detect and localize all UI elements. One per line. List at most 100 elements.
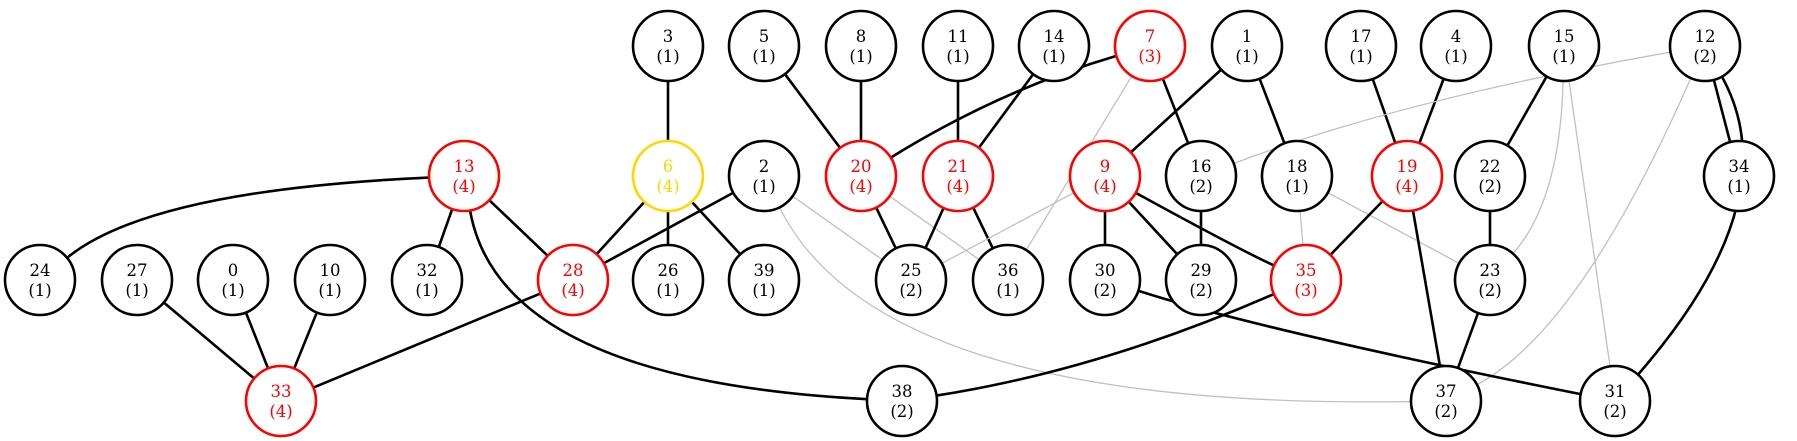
node-6: 6(4)	[631, 139, 705, 213]
node-24-label: 24	[30, 261, 51, 280]
node-29: 29(2)	[1164, 243, 1238, 317]
node-16-label: 16	[1191, 157, 1212, 176]
edge-12-31	[1636, 76, 1745, 376]
node-12-count: (2)	[1693, 47, 1716, 66]
node-23-label: 23	[1480, 261, 1501, 280]
edge-23-37	[1456, 312, 1480, 369]
node-23-count: (2)	[1478, 281, 1501, 300]
edge-6-39	[690, 200, 742, 256]
node-38-label: 38	[892, 382, 913, 401]
node-34-count: (1)	[1727, 177, 1750, 196]
node-37-label: 37	[1436, 382, 1457, 401]
node-28-circle	[536, 243, 610, 317]
edge-13-38	[468, 210, 868, 401]
node-13-circle	[427, 139, 501, 213]
node-6-label: 6	[663, 157, 674, 176]
node-31-label: 31	[1605, 382, 1626, 401]
node-28: 28(4)	[536, 243, 610, 317]
node-33-count: (4)	[269, 402, 292, 421]
node-20-circle	[824, 139, 898, 213]
node-5-count: (1)	[752, 47, 775, 66]
node-27: 27(1)	[100, 243, 174, 317]
node-39-circle	[727, 243, 801, 317]
node-8-count: (1)	[849, 47, 872, 66]
node-32-label: 32	[417, 261, 438, 280]
node-6-count: (4)	[656, 177, 679, 196]
node-17-label: 17	[1351, 27, 1372, 46]
node-30-label: 30	[1095, 261, 1116, 280]
node-21-circle	[921, 139, 995, 213]
node-26-count: (1)	[656, 281, 679, 300]
edge-14-21	[977, 73, 1035, 149]
node-22: 22(2)	[1453, 139, 1527, 213]
node-13-count: (4)	[452, 177, 475, 196]
node-4-circle	[1419, 9, 1493, 83]
edge-1-9	[1129, 68, 1223, 154]
node-27-circle	[100, 243, 174, 317]
node-1-circle	[1210, 9, 1284, 83]
node-0: 0(1)	[196, 243, 270, 317]
node-3-count: (1)	[656, 47, 679, 66]
node-7-count: (3)	[1138, 47, 1161, 66]
node-14-count: (1)	[1042, 47, 1065, 66]
node-30-circle	[1068, 243, 1142, 317]
edge-5-20	[783, 73, 842, 149]
edge-0-33	[244, 312, 270, 369]
node-20-label: 20	[851, 157, 872, 176]
node-15: 15(1)	[1527, 9, 1601, 83]
node-32-circle	[390, 243, 464, 317]
node-1: 1(1)	[1210, 9, 1284, 83]
node-2-label: 2	[759, 157, 770, 176]
node-14-circle	[1017, 9, 1091, 83]
node-4-label: 4	[1451, 27, 1462, 46]
node-26-label: 26	[658, 261, 679, 280]
node-39-label: 39	[754, 261, 775, 280]
node-34: 34(1)	[1702, 139, 1776, 213]
node-31: 31(2)	[1578, 364, 1652, 438]
node-38: 38(2)	[865, 364, 939, 438]
node-25-circle	[874, 243, 948, 317]
node-39-count: (1)	[752, 281, 775, 300]
edge-27-33	[162, 301, 256, 380]
node-25-count: (2)	[899, 281, 922, 300]
edge-6-28	[595, 200, 646, 256]
node-14-label: 14	[1044, 27, 1065, 46]
edge-18-23	[1327, 192, 1460, 264]
edge-15-31	[1568, 80, 1611, 367]
node-24: 24(1)	[3, 243, 77, 317]
node-33-label: 33	[271, 382, 292, 401]
node-1-count: (1)	[1235, 47, 1258, 66]
node-23-circle	[1453, 243, 1527, 317]
edge-12-34	[1712, 79, 1732, 143]
node-30-count: (2)	[1093, 281, 1116, 300]
node-31-circle	[1578, 364, 1652, 438]
node-12-circle	[1668, 9, 1742, 83]
node-4: 4(1)	[1419, 9, 1493, 83]
edge-9-35	[1135, 191, 1275, 267]
node-17-count: (1)	[1349, 47, 1372, 66]
node-35-count: (3)	[1294, 281, 1317, 300]
node-29-circle	[1164, 243, 1238, 317]
node-5-label: 5	[759, 27, 770, 46]
edge-21-36	[971, 206, 995, 250]
node-16-count: (2)	[1189, 177, 1212, 196]
edge-2-28	[603, 191, 734, 265]
node-26: 26(1)	[631, 243, 705, 317]
edge-20-25	[874, 206, 898, 250]
node-8: 8(1)	[824, 9, 898, 83]
node-32: 32(1)	[390, 243, 464, 317]
node-10-circle	[293, 243, 367, 317]
node-14: 14(1)	[1017, 9, 1091, 83]
node-layer: 0(1)1(1)2(1)3(1)4(1)5(1)6(4)7(3)8(1)9(4)…	[3, 9, 1776, 438]
node-2-count: (1)	[752, 177, 775, 196]
node-9: 9(4)	[1068, 139, 1142, 213]
node-4-count: (1)	[1444, 47, 1467, 66]
node-18: 18(1)	[1260, 139, 1334, 213]
node-36-count: (1)	[996, 281, 1019, 300]
node-6-circle	[631, 139, 705, 213]
node-37-circle	[1409, 364, 1483, 438]
edge-19-37	[1411, 210, 1442, 367]
node-16-circle	[1164, 139, 1238, 213]
node-0-circle	[196, 243, 270, 317]
edge-9-29	[1127, 200, 1179, 256]
